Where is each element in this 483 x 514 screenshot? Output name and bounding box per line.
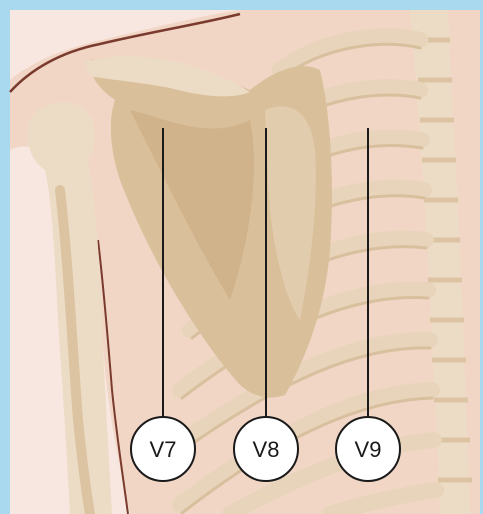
lead-label-v8: V8 — [253, 437, 280, 462]
lead-marker-v8: V8 — [234, 417, 298, 481]
lead-label-v9: V9 — [355, 437, 382, 462]
lead-marker-v9: V9 — [336, 417, 400, 481]
lead-marker-v7: V7 — [131, 417, 195, 481]
lead-label-v7: V7 — [150, 437, 177, 462]
